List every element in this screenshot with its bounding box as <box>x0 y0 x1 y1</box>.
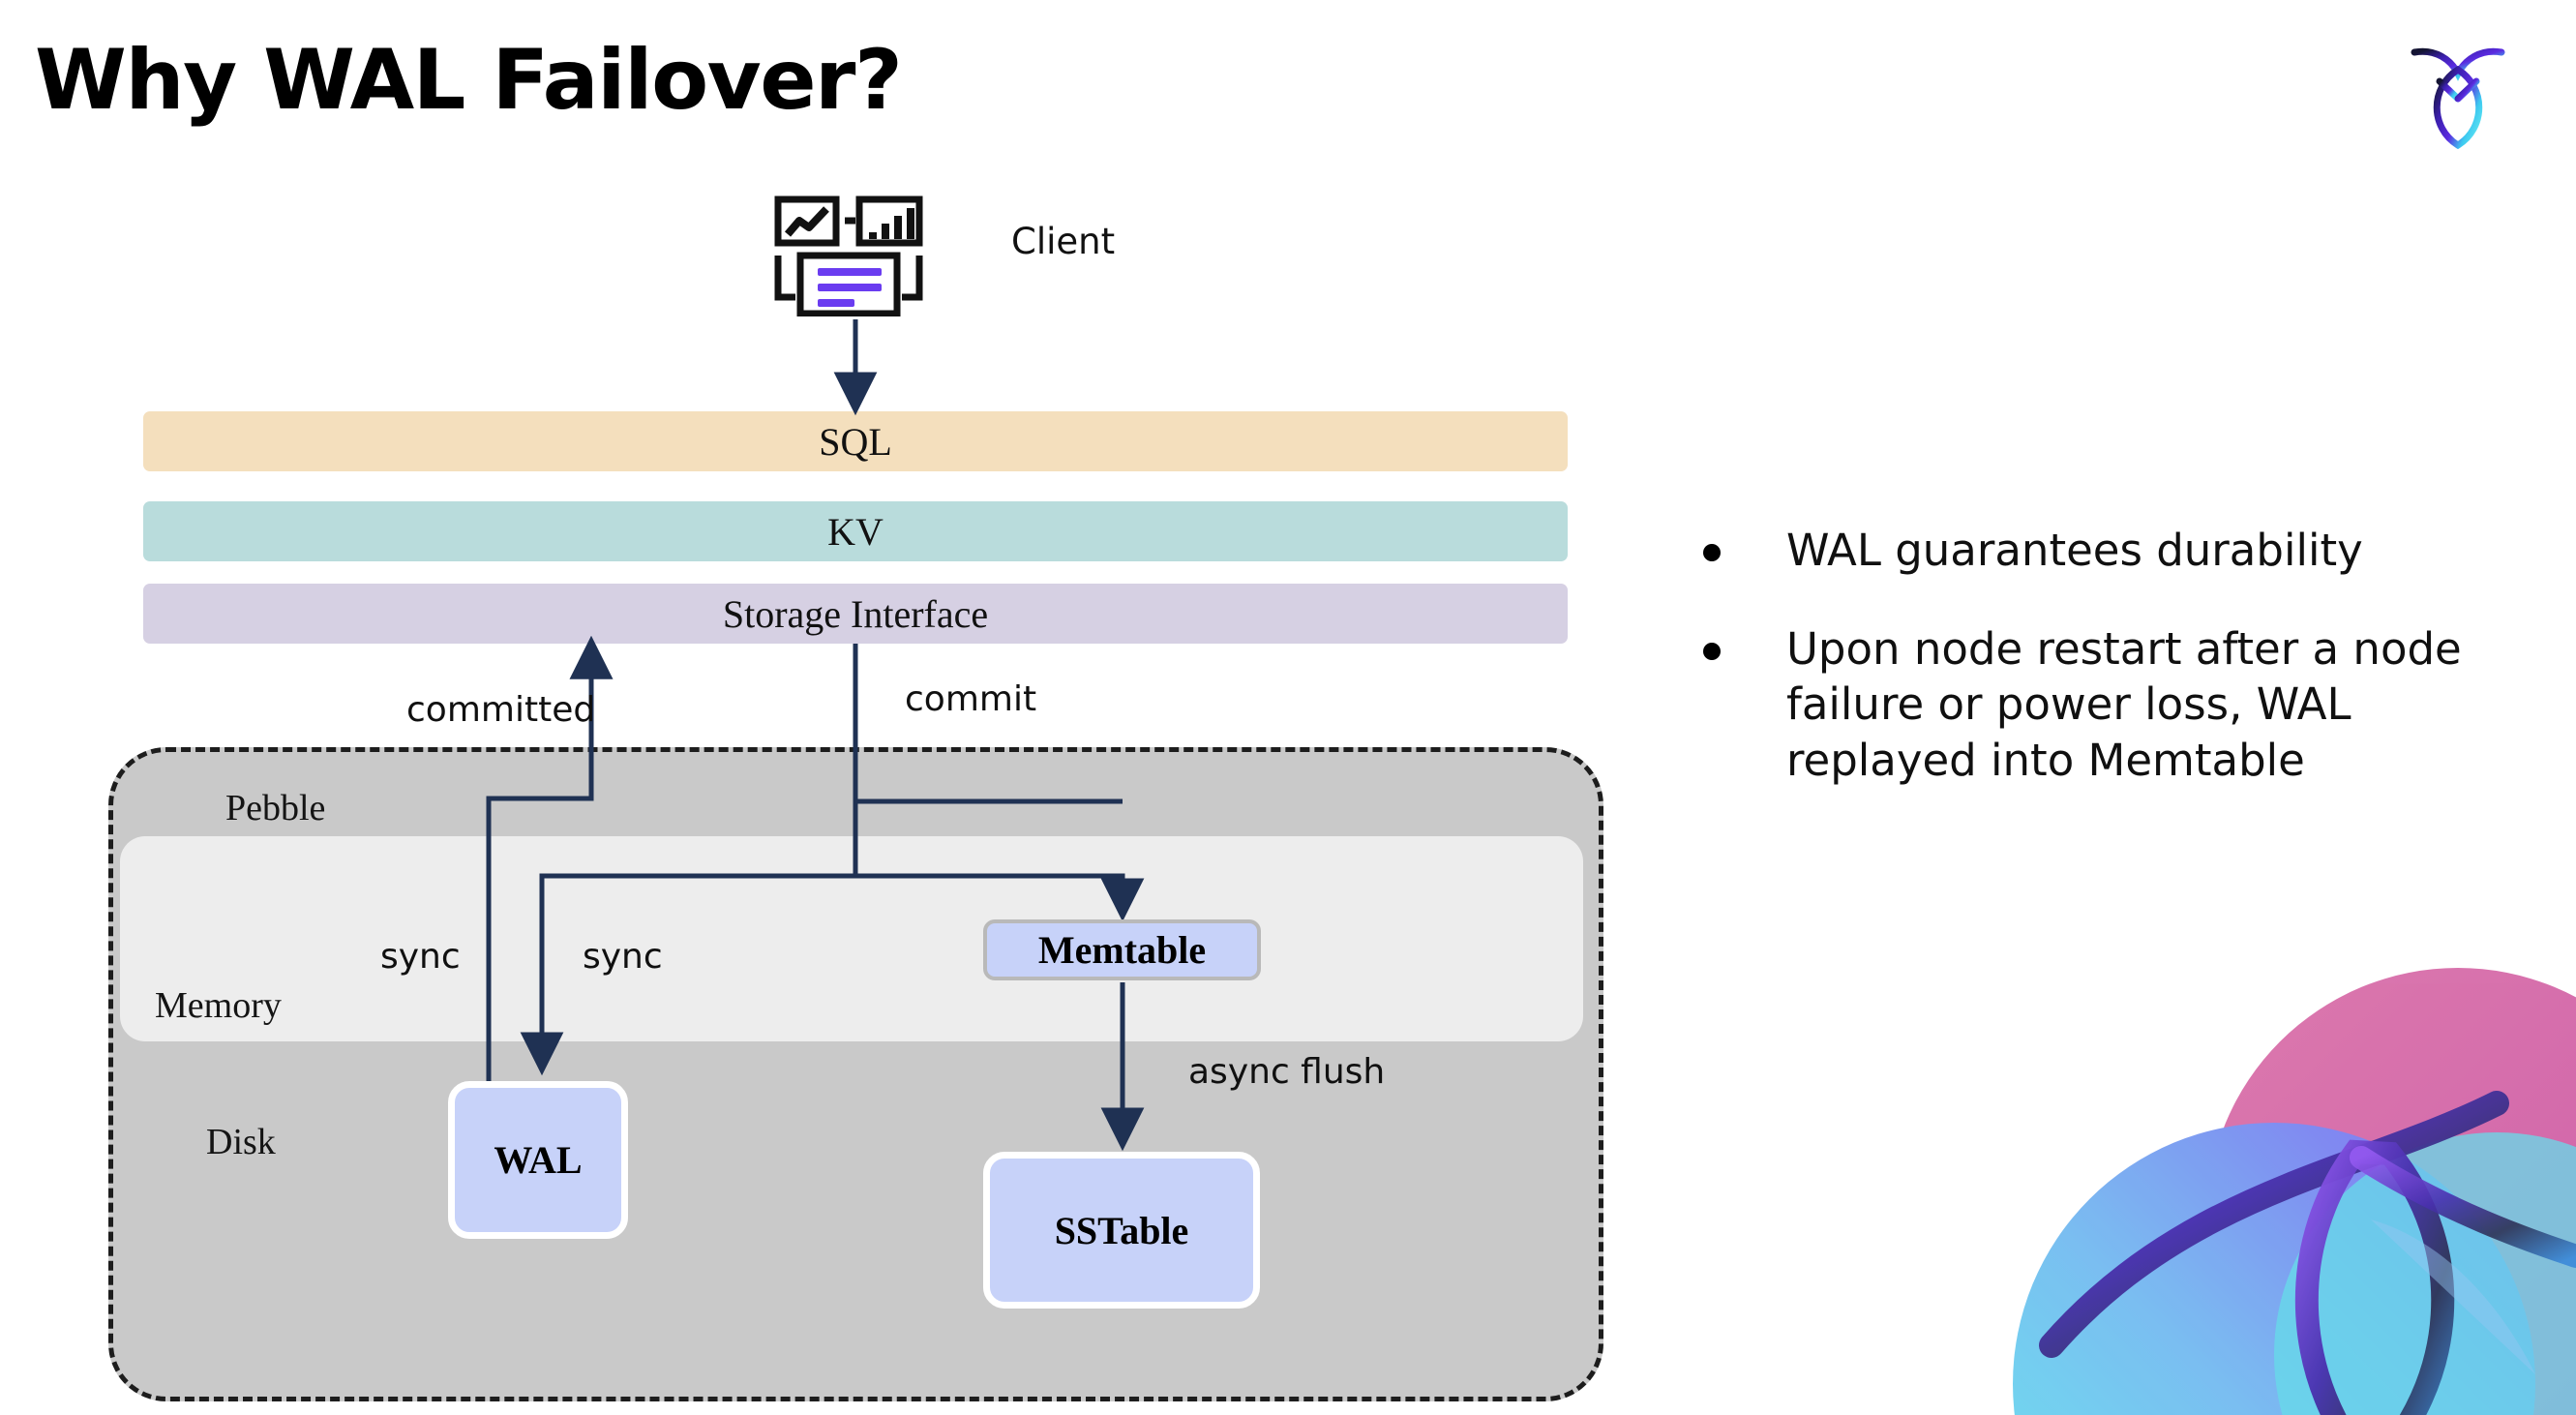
edge-label-sync-right: sync <box>583 937 663 977</box>
memory-label: Memory <box>155 985 282 1026</box>
page-title: Why WAL Failover? <box>35 32 903 129</box>
node-sstable: SSTable <box>983 1152 1260 1309</box>
layer-bar-storage: Storage Interface <box>143 584 1568 644</box>
list-item: Upon node restart after a node failure o… <box>1703 621 2535 789</box>
list-item: WAL guarantees durability <box>1703 523 2535 579</box>
node-label-wal: WAL <box>494 1138 583 1182</box>
memory-region <box>120 836 1583 1041</box>
layer-label-sql: SQL <box>819 419 892 464</box>
node-label-memtable: Memtable <box>1037 928 1207 972</box>
pebble-label: Pebble <box>225 788 326 828</box>
bullet-text: WAL guarantees durability <box>1786 525 2363 576</box>
edge-label-committed: committed <box>406 690 596 730</box>
edge-label-async-flush: async flush <box>1188 1052 1386 1092</box>
node-wal: WAL <box>448 1081 628 1239</box>
bullet-dot-icon <box>1703 642 1721 660</box>
bullet-text: Upon node restart after a node failure o… <box>1786 622 2462 786</box>
layer-bar-sql: SQL <box>143 411 1568 471</box>
layer-label-kv: KV <box>827 509 884 554</box>
architecture-diagram: Client SQL KV Storage Interface Pebble M… <box>108 196 1603 1401</box>
edge-label-sync-left: sync <box>380 937 461 977</box>
node-memtable: Memtable <box>983 919 1261 980</box>
cockroachdb-logo-icon <box>2401 27 2515 150</box>
node-label-sstable: SSTable <box>1054 1208 1189 1252</box>
decorative-logo-mark <box>1955 929 2576 1415</box>
disk-label: Disk <box>206 1122 276 1162</box>
client-label: Client <box>1011 221 1116 262</box>
edge-label-commit: commit <box>905 679 1037 719</box>
bullet-dot-icon <box>1703 544 1721 561</box>
client-dashboard-icon <box>774 196 924 317</box>
bullet-list: WAL guarantees durability Upon node rest… <box>1703 523 2535 830</box>
layer-label-storage: Storage Interface <box>722 591 989 636</box>
layer-bar-kv: KV <box>143 501 1568 561</box>
